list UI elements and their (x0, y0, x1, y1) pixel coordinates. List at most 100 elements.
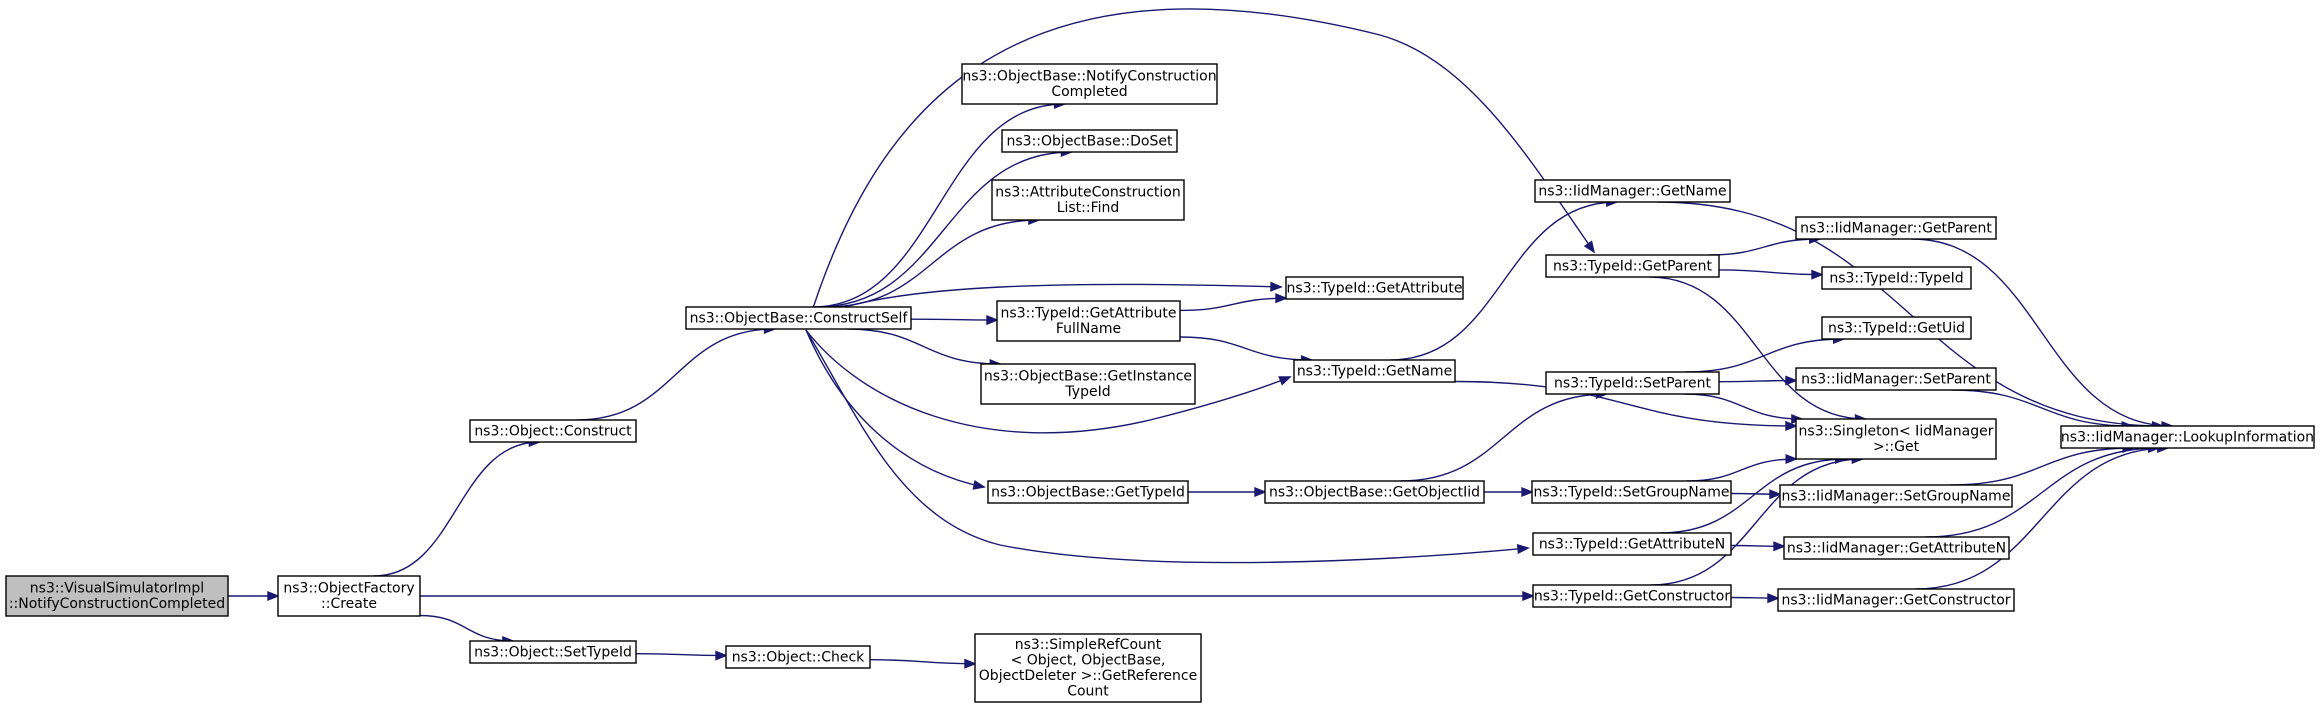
node-label-line: ns3::TypeId::GetAttribute (1287, 280, 1463, 296)
node-iidmgr-lookupinformation[interactable]: ns3::IidManager::LookupInformation (2060, 425, 2315, 449)
node-label-line: ns3::IidManager::GetAttributeN (1787, 540, 2006, 556)
edge-arrowhead (972, 479, 986, 490)
edge-object_check-to-simplerefcount (869, 658, 977, 669)
edge-arrowhead (986, 315, 999, 326)
node-label-line: ns3::Object::SetTypeId (474, 644, 632, 660)
node-simplerefcount[interactable]: ns3::SimpleRefCount< Object, ObjectBase,… (974, 633, 1202, 703)
node-box (961, 63, 1218, 105)
node-singleton-get[interactable]: ns3::Singleton< IidManager>::Get (1795, 418, 1997, 460)
edge-line (373, 441, 540, 577)
edge-line (825, 219, 1039, 308)
node-object-check[interactable]: ns3::Object::Check (725, 645, 871, 669)
edge-line (812, 103, 1065, 308)
edge-line (816, 151, 1072, 308)
edge-line (1400, 393, 1607, 482)
edge-line (1179, 336, 1312, 361)
node-label-line: ns3::ObjectBase::NotifyConstruction (962, 69, 1216, 85)
node-typeid-getconstructor[interactable]: ns3::TypeId::GetConstructor (1532, 584, 1732, 608)
edge-arrowhead (1583, 240, 1596, 254)
node-objectbase-getobjectiid[interactable]: ns3::ObjectBase::GetObjectIid (1264, 480, 1485, 504)
edge-line (1650, 458, 1863, 586)
node-typeid-getuid[interactable]: ns3::TypeId::GetUid (1821, 316, 1972, 340)
edge-line (805, 8, 1595, 331)
node-box (1264, 480, 1485, 504)
node-label-line: ns3::VisualSimulatorImpl (30, 581, 204, 597)
node-iidmgr-getattributen[interactable]: ns3::IidManager::GetAttributeN (1783, 536, 2010, 560)
edge-typeid_getparent-to-singleton_get (1649, 276, 1868, 425)
node-typeid-getattribute[interactable]: ns3::TypeId::GetAttribute (1285, 276, 1464, 300)
node-objectbase-doset[interactable]: ns3::ObjectBase::DoSet (1001, 129, 1178, 153)
edge-line (805, 329, 1291, 434)
edge-line (805, 329, 985, 488)
node-objectbase-notify[interactable]: ns3::ObjectBase::NotifyConstructionCompl… (961, 63, 1218, 105)
node-box (1293, 359, 1456, 383)
node-object-settypeid[interactable]: ns3::Object::SetTypeId (469, 640, 637, 664)
node-iidmgr-setparent[interactable]: ns3::IidManager::SetParent (1795, 367, 1997, 391)
node-root[interactable]: ns3::VisualSimulatorImpl::NotifyConstruc… (5, 575, 229, 617)
node-label-line: ns3::ObjectFactory (283, 581, 414, 597)
edge-arrowhead (1773, 541, 1786, 552)
node-box (725, 645, 871, 669)
edge-arrowhead (1516, 543, 1530, 555)
edge-objectbase_constructself-to-objectbase_getinstancetypeid (846, 328, 1003, 370)
node-typeid-setgroupname[interactable]: ns3::TypeId::SetGroupName (1531, 480, 1732, 504)
node-iidmgr-setgroupname[interactable]: ns3::IidManager::SetGroupName (1779, 484, 2013, 508)
node-label-line: Count (1067, 684, 1109, 700)
node-label-line: ::Create (321, 596, 377, 612)
node-box (2060, 425, 2315, 449)
node-typeid-getname[interactable]: ns3::TypeId::GetName (1293, 359, 1456, 383)
node-label-line: ns3::ObjectBase::DoSet (1007, 133, 1173, 149)
node-box (1779, 484, 2013, 508)
edge-line (1686, 458, 1797, 482)
edge-line (1718, 269, 1823, 276)
node-label-line: ns3::TypeId::GetAttribute (1001, 306, 1177, 322)
edge-line (1685, 338, 1844, 373)
node-objectbase-constructself[interactable]: ns3::ObjectBase::ConstructSelf (685, 306, 912, 330)
node-label-line: ns3::TypeId::GetParent (1553, 258, 1712, 274)
node-box (685, 306, 912, 330)
edge-objectbase_getobjectiid-to-typeid_setparent (1400, 388, 1609, 482)
node-iidmgr-getparent[interactable]: ns3::IidManager::GetParent (1795, 216, 1997, 240)
edge-arrowhead (1769, 489, 1782, 500)
node-label-line: ns3::Singleton< IidManager (1799, 424, 1994, 440)
edge-arrowhead (1785, 420, 1798, 431)
node-box (1821, 266, 1972, 290)
node-label-line: >::Get (1873, 439, 1920, 455)
edge-objfactory_create-to-object_construct (373, 436, 542, 577)
node-label-line: ns3::TypeId::GetUid (1828, 320, 1965, 336)
node-box (996, 300, 1181, 342)
edge-line (1915, 447, 2168, 590)
node-label-line: ns3::TypeId::SetParent (1554, 375, 1711, 391)
edge-object_settypeid-to-object_check (635, 650, 728, 661)
node-label-line: FullName (1056, 321, 1121, 337)
node-iidmgr-getname[interactable]: ns3::IidManager::GetName (1534, 179, 1731, 203)
node-box (1777, 588, 2015, 612)
node-label-line: ns3::IidManager::SetParent (1801, 371, 1991, 387)
edge-arrowhead (1521, 486, 1534, 498)
node-box (1795, 367, 1997, 391)
edge-line (1657, 201, 2163, 427)
node-object-construct[interactable]: ns3::Object::Construct (469, 419, 637, 443)
node-box (1531, 480, 1732, 504)
node-typeid-getattributen[interactable]: ns3::TypeId::GetAttributeN (1532, 532, 1732, 556)
node-label-line: ns3::TypeId::SetGroupName (1533, 484, 1729, 500)
node-box (980, 363, 1196, 405)
node-objectbase-gettypeid[interactable]: ns3::ObjectBase::GetTypeId (987, 480, 1189, 504)
edge-objectbase_constructself-to-objectbase_doset (816, 146, 1074, 308)
node-typeid-getparent[interactable]: ns3::TypeId::GetParent (1545, 254, 1720, 278)
edge-objectbase_constructself-to-objectbase_gettypeid (805, 329, 986, 490)
node-typeid-typeid[interactable]: ns3::TypeId::TypeId (1821, 266, 1972, 290)
node-typeid-setparent[interactable]: ns3::TypeId::SetParent (1545, 371, 1720, 395)
edge-line (1454, 380, 1797, 427)
node-label-line: ns3::IidManager::GetConstructor (1781, 592, 2010, 608)
node-objfactory-create[interactable]: ns3::ObjectFactory::Create (277, 575, 421, 617)
node-iidmgr-getconstructor[interactable]: ns3::IidManager::GetConstructor (1777, 588, 2015, 612)
edge-typeid_getconstructor-to-singleton_get (1650, 453, 1865, 586)
node-label-line: ns3::SimpleRefCount (1015, 637, 1162, 653)
edge-arrowhead (1270, 281, 1283, 292)
node-label-line: ObjectDeleter >::GetReference (979, 668, 1197, 684)
edge-objectbase_constructself-to-typeid_getname (805, 329, 1292, 434)
